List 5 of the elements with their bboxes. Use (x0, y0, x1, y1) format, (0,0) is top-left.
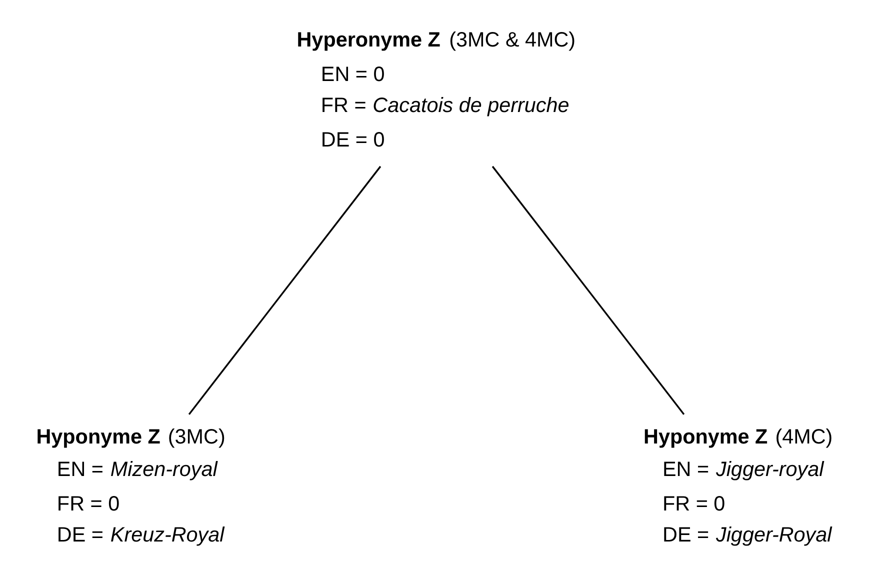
connector (188, 166, 382, 415)
node-text: Hyperonyme Z (3MC & 4MC) EN = 0 FR = Cacatois de perruche DE = 0 (296, 28, 576, 152)
connector (492, 166, 685, 415)
node-text: Hyponyme Z (4MC) EN = Jigger-royal FR = 0 DE = Jigger-Royal (644, 425, 833, 547)
node-text: Hyponyme Z (3MC) EN = Mizen-royal FR = 0 DE = Kreuz-Royal (36, 425, 226, 547)
